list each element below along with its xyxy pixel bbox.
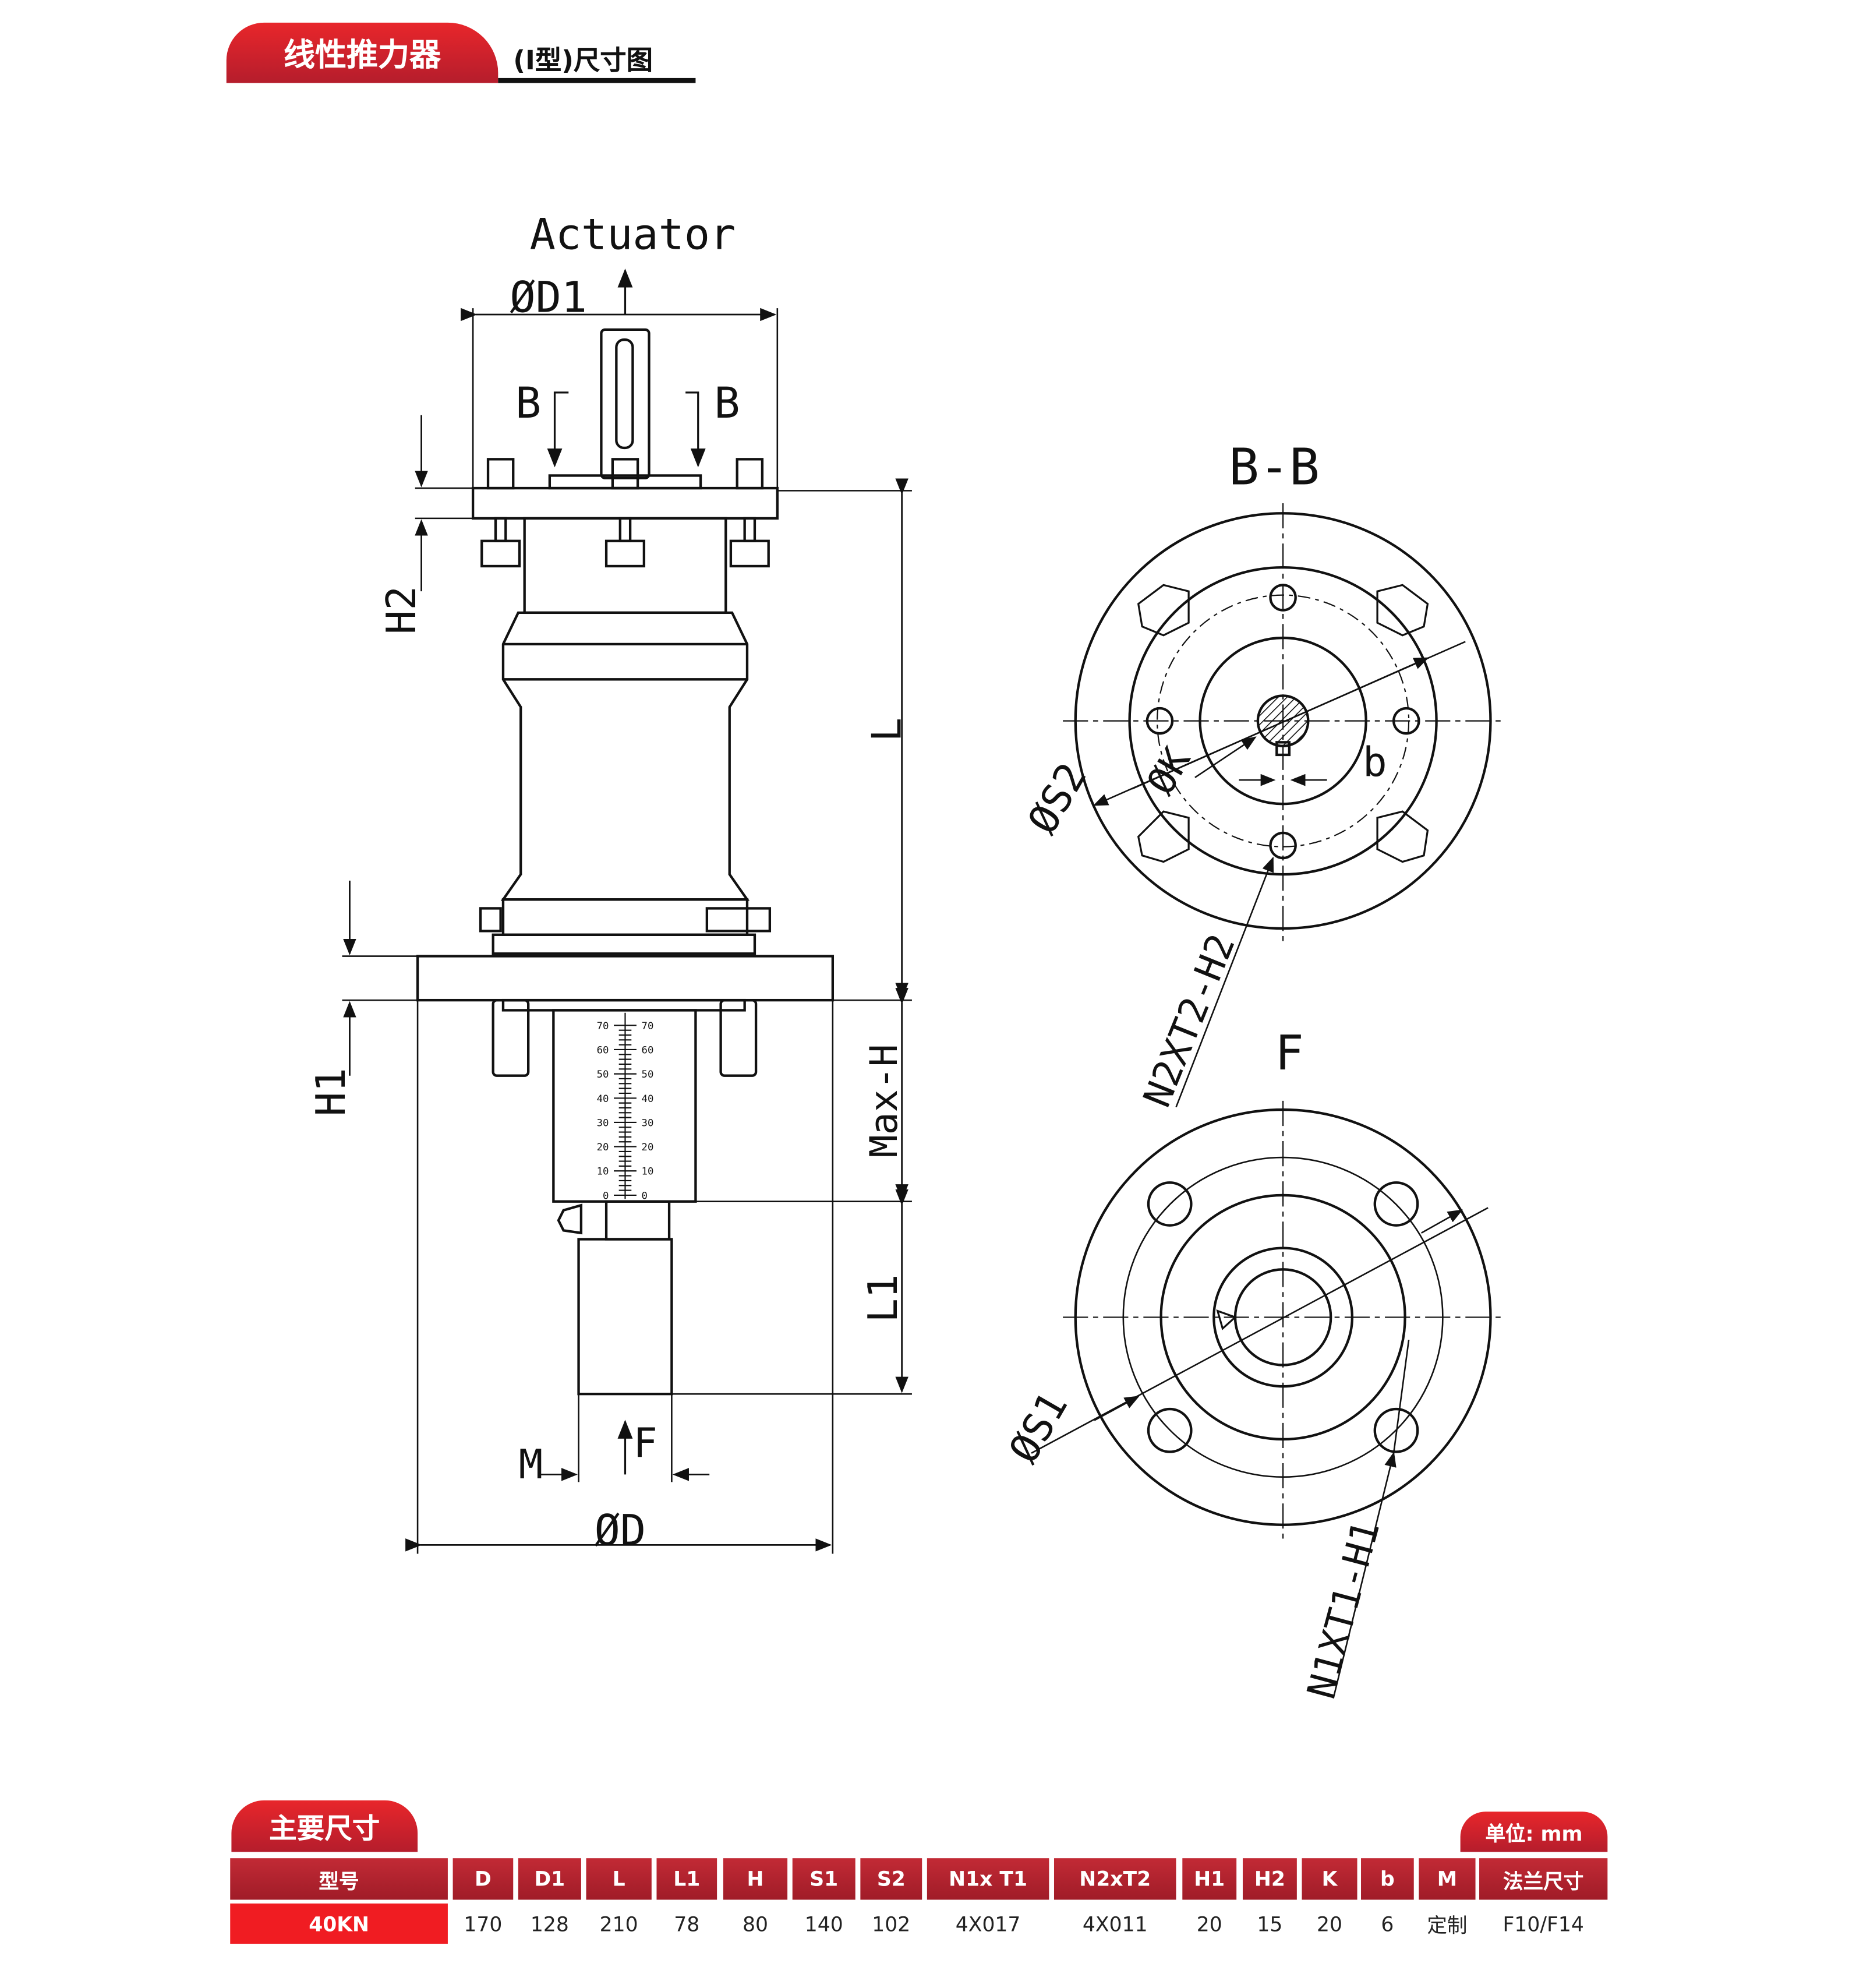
table-cell: 40KN xyxy=(230,1903,448,1944)
label-m: M xyxy=(519,1442,543,1488)
scale-tick-label: 70 xyxy=(642,1021,654,1032)
label-max-h: Max-H xyxy=(862,1044,906,1157)
table-header-cell: S1 xyxy=(792,1858,855,1900)
label-section-bb: B-B xyxy=(1229,439,1320,497)
label-n2t2: N2XT2-H2 xyxy=(1136,928,1244,1113)
title-tab: 线性推力器 xyxy=(226,22,499,83)
scale-tick-label: 60 xyxy=(597,1044,609,1056)
table-header-cell: D1 xyxy=(518,1858,581,1900)
scale-tick-label: 30 xyxy=(597,1117,609,1129)
label-d: ØD xyxy=(595,1506,646,1555)
table-cell: 15 xyxy=(1257,1911,1283,1936)
actuator-elevation: Actuator ØD1 B B xyxy=(308,210,912,1555)
table-header-cell: H xyxy=(723,1858,788,1900)
scale-tick-label: 20 xyxy=(597,1142,609,1153)
shaft-section xyxy=(1256,694,1310,747)
scale-tick-label: 40 xyxy=(597,1093,609,1105)
label-s1: ØS1 xyxy=(1000,1385,1077,1471)
table-header-cell: K xyxy=(1302,1858,1357,1900)
table-cell: 140 xyxy=(804,1911,843,1936)
bottom-view-f: F ØS1 N1XT1-H1 xyxy=(1000,1026,1504,1703)
table-header-cell: 法兰尺寸 xyxy=(1479,1858,1608,1900)
table-header-cell: S2 xyxy=(860,1858,922,1900)
title-subtitle: (I型)尺寸图 xyxy=(513,45,653,76)
table-cell: 20 xyxy=(1317,1911,1342,1936)
scale-tick-label: 0 xyxy=(603,1190,609,1202)
title-underline xyxy=(498,77,696,83)
body-housing xyxy=(500,611,750,901)
table-header-cell: M xyxy=(1419,1858,1476,1900)
unit-label: 单位: mm xyxy=(1460,1812,1608,1852)
table-cell: 170 xyxy=(464,1911,503,1936)
scale-tick-label: 40 xyxy=(642,1093,654,1105)
scale-tick-label: 50 xyxy=(597,1069,609,1080)
table-cell: 定制 xyxy=(1427,1913,1468,1938)
label-f-force: F xyxy=(633,1420,657,1467)
main-dimensions-tab: 主要尺寸 xyxy=(231,1800,418,1852)
scale-tick-label: 50 xyxy=(642,1069,654,1080)
table-header-cell: N1x T1 xyxy=(927,1858,1049,1900)
label-s2: ØS2 xyxy=(1019,755,1096,842)
table-header-cell: N2xT2 xyxy=(1053,1858,1176,1900)
table-header-cell: H2 xyxy=(1242,1858,1297,1900)
scale-tick-label: 0 xyxy=(642,1190,648,1202)
scale-tick-label: 30 xyxy=(642,1117,654,1129)
table-header-cell: H1 xyxy=(1182,1858,1237,1900)
table-header-cell: 型号 xyxy=(230,1858,448,1900)
label-actuator: Actuator xyxy=(530,210,736,260)
table-header-cell: L xyxy=(586,1858,652,1900)
top-flange xyxy=(471,486,779,520)
label-h2: H2 xyxy=(379,586,425,634)
scale-tick-label: 70 xyxy=(597,1021,609,1032)
table-cell: 6 xyxy=(1381,1911,1394,1936)
table-cell: F10/F14 xyxy=(1502,1911,1584,1936)
bottom-flange xyxy=(416,955,835,1002)
scale-tick-label: 10 xyxy=(642,1166,654,1178)
table-cell: 102 xyxy=(872,1911,911,1936)
scale-tick-label: 20 xyxy=(642,1142,654,1153)
table-cell: 20 xyxy=(1196,1911,1222,1936)
table-cell: 128 xyxy=(530,1911,569,1936)
label-l: L xyxy=(864,718,910,742)
scale-tick-label: 10 xyxy=(597,1166,609,1178)
shaft xyxy=(600,328,650,479)
grease-nipple xyxy=(557,1203,583,1235)
table-header-cell: L1 xyxy=(656,1858,717,1900)
table-cell: 4X011 xyxy=(1082,1911,1148,1936)
table-cell: 4X017 xyxy=(955,1911,1021,1936)
shaft-keyway xyxy=(615,338,634,450)
table-cell: 78 xyxy=(674,1911,700,1936)
table-header-cell: D xyxy=(452,1858,514,1900)
label-h1: H1 xyxy=(308,1068,355,1116)
technical-drawing: Actuator ØD1 B B xyxy=(308,210,1504,1703)
label-b-left: B xyxy=(515,379,541,428)
label-b-key: b xyxy=(1363,740,1387,786)
label-view-f: F xyxy=(1275,1026,1303,1081)
label-b-right: B xyxy=(714,379,740,428)
table-header-cell: b xyxy=(1361,1858,1414,1900)
table-cell: 80 xyxy=(743,1911,768,1936)
label-l1: L1 xyxy=(860,1274,907,1322)
label-n1t1: N1XT1-H1 xyxy=(1299,1516,1388,1703)
scale-tick-label: 60 xyxy=(642,1044,654,1056)
table-cell: 210 xyxy=(599,1911,638,1936)
section-view-bb: B-B ØS2 ØK b N2XT2-H2 xyxy=(1019,439,1504,1113)
output-rod xyxy=(577,1238,673,1396)
